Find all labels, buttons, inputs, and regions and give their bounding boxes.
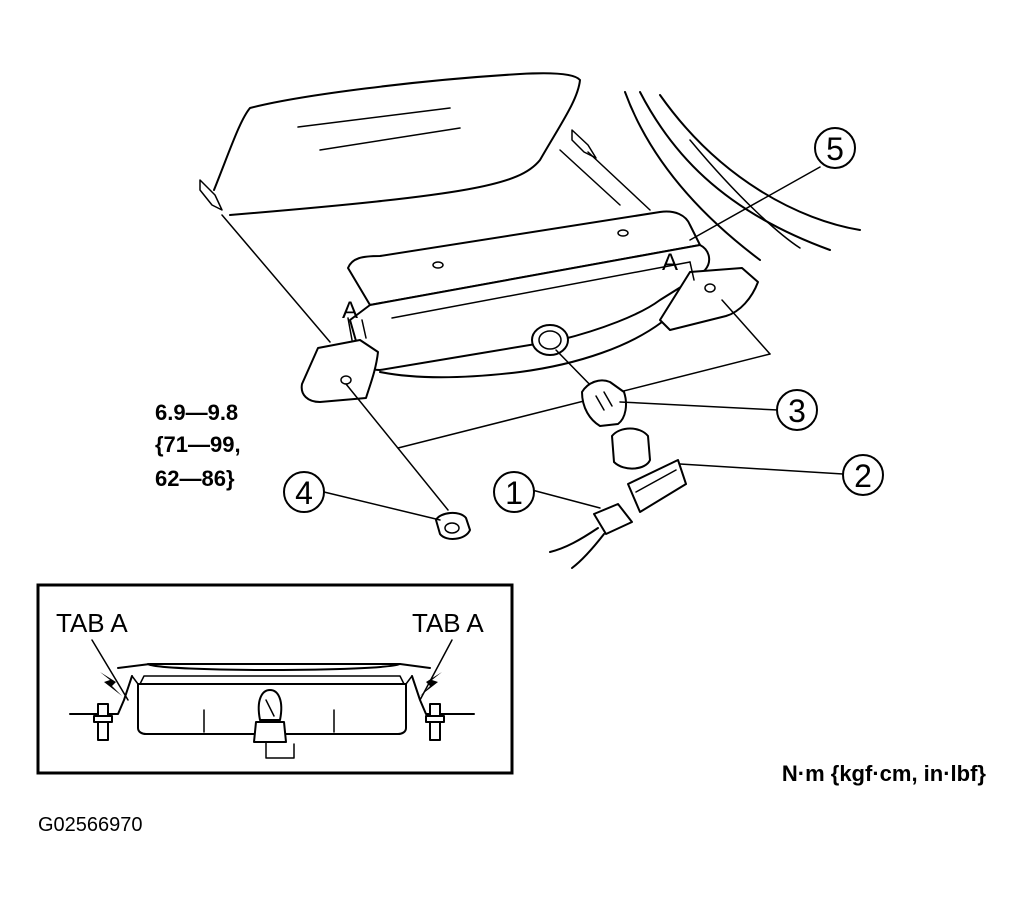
callout-5: 5 (814, 127, 856, 169)
callout-4-number: 4 (295, 475, 313, 511)
inset-tab-label-right: TAB A (412, 608, 484, 638)
figure-id: G02566970 (38, 814, 143, 836)
units-note: N·m {kgf·cm, in·lbf} (782, 761, 987, 786)
body-contour-lines (624, 91, 861, 261)
torque-spec: 6.9—9.8 {71—99, 62—86} (155, 400, 241, 491)
torque-line-2: {71—99, (155, 432, 241, 457)
tab-marker-left: A (342, 297, 358, 324)
torque-line-3: 62—86} (155, 466, 235, 491)
callout-3-number: 3 (788, 393, 806, 429)
callout-leaders (323, 166, 844, 521)
bulb (581, 379, 627, 427)
callout-4: 4 (283, 471, 325, 513)
torque-line-1: 6.9—9.8 (155, 400, 238, 425)
callout-2-number: 2 (854, 458, 872, 494)
alignment-guide-lines (221, 149, 651, 343)
tab-marker-right: A (662, 249, 678, 276)
spoiler-panel (199, 72, 597, 216)
callout-3: 3 (776, 389, 818, 431)
callout-1: 1 (493, 471, 535, 513)
callout-1-number: 1 (505, 475, 523, 511)
bulb-socket (611, 427, 687, 513)
callout-2: 2 (842, 454, 884, 496)
brake-light-housing (300, 210, 759, 403)
wiring-connector (549, 503, 633, 569)
tab-detail-inset: TAB A TAB A (36, 583, 514, 775)
retaining-nut (435, 512, 471, 540)
inset-tab-label-left: TAB A (56, 608, 128, 638)
callout-5-number: 5 (826, 131, 844, 167)
